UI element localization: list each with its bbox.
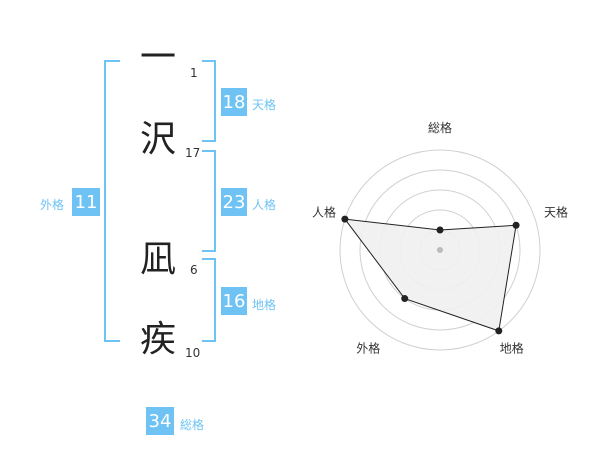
radar-axis-label: 人格 xyxy=(312,204,336,219)
gaikaku-label: 外格 xyxy=(40,198,65,212)
stroke-count-4: 10 xyxy=(185,346,201,360)
chikaku-label: 地格 xyxy=(252,298,277,312)
name-char-1: 一 xyxy=(140,37,177,78)
radar-axis-label: 外格 xyxy=(356,341,380,356)
soukaku-label: 総格 xyxy=(180,418,205,432)
gaikaku-value: 11 xyxy=(72,188,100,216)
radar-point-1 xyxy=(436,226,444,234)
stroke-count-2: 17 xyxy=(185,146,201,160)
name-char-3: 凪 xyxy=(140,239,177,280)
stroke-count-3: 6 xyxy=(190,263,198,277)
chikaku-value: 16 xyxy=(221,287,247,315)
radar-grid-ring xyxy=(359,169,521,331)
chikaku-bracket xyxy=(202,258,216,342)
radar-point-5 xyxy=(341,215,349,223)
gaikaku-bracket xyxy=(104,60,120,342)
radar-area xyxy=(343,218,517,332)
jinkaku-label: 人格 xyxy=(252,198,277,212)
radar-point-3 xyxy=(495,327,503,335)
tenkaku-bracket xyxy=(202,60,216,142)
radar-axis-label: 天格 xyxy=(544,204,568,219)
radar-axis-label: 総格 xyxy=(428,120,452,135)
radar-axis-label: 地格 xyxy=(500,341,524,356)
jinkaku-value: 23 xyxy=(221,188,247,216)
soukaku-value: 34 xyxy=(146,407,174,435)
name-char-2: 沢 xyxy=(140,119,177,160)
tenkaku-label: 天格 xyxy=(252,98,277,112)
radar-grid-ring xyxy=(339,149,541,351)
radar-point-4 xyxy=(401,295,409,303)
stroke-count-1: 1 xyxy=(190,66,198,80)
radar-center-dot xyxy=(437,247,443,253)
name-char-4: 疾 xyxy=(140,319,177,360)
radar-point-2 xyxy=(512,221,520,229)
jinkaku-bracket xyxy=(202,150,216,252)
tenkaku-value: 18 xyxy=(221,88,247,116)
